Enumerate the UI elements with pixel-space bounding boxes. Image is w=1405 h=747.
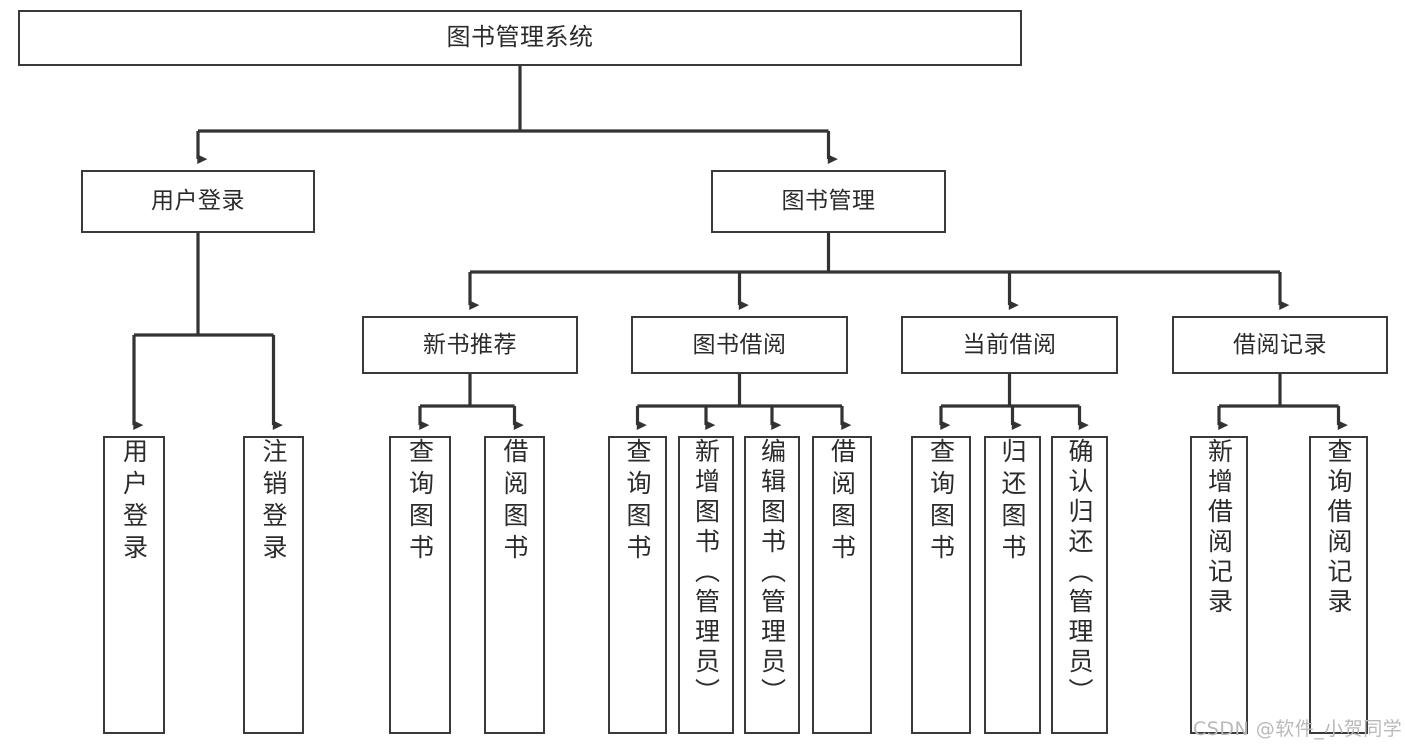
node-leaf-user-logout[interactable]: 注销登录 — [243, 436, 304, 734]
node-leaf-borrow-book-2[interactable]: 借阅图书 — [812, 436, 872, 734]
node-new-book-recommend-label: 新书推荐 — [423, 331, 517, 358]
node-leaf-borrow-book-2-label: 借阅图书 — [827, 438, 857, 566]
node-book-borrow-label: 图书借阅 — [692, 331, 787, 358]
node-leaf-borrow-book-1-label: 借阅图书 — [500, 438, 529, 566]
node-leaf-query-book-3-label: 查询图书 — [926, 438, 956, 566]
node-current-borrow-label: 当前借阅 — [962, 331, 1057, 358]
node-leaf-add-borrow-record-label: 新增借阅记录 — [1204, 438, 1234, 618]
node-leaf-edit-book-admin-label: 编辑图书（管理员） — [757, 438, 787, 708]
node-leaf-add-borrow-record[interactable]: 新增借阅记录 — [1190, 436, 1248, 734]
node-leaf-edit-book-admin[interactable]: 编辑图书（管理员） — [744, 436, 800, 734]
node-root-label: 图书管理系统 — [446, 23, 594, 52]
node-book-manage-label: 图书管理 — [781, 188, 876, 215]
node-borrow-record-label: 借阅记录 — [1233, 331, 1327, 358]
node-leaf-user-login[interactable]: 用户登录 — [103, 436, 165, 734]
node-leaf-return-book[interactable]: 归还图书 — [984, 436, 1041, 734]
node-leaf-query-book-1[interactable]: 查询图书 — [389, 436, 451, 734]
node-user-login-label: 用户登录 — [151, 188, 245, 215]
node-book-borrow[interactable]: 图书借阅 — [631, 316, 848, 374]
node-leaf-user-login-label: 用户登录 — [119, 438, 149, 566]
node-leaf-return-book-label: 归还图书 — [998, 438, 1027, 566]
node-leaf-query-book-3[interactable]: 查询图书 — [911, 436, 971, 734]
node-leaf-confirm-return-admin[interactable]: 确认归还（管理员） — [1051, 436, 1108, 734]
node-leaf-query-borrow-record-label: 查询借阅记录 — [1324, 438, 1353, 618]
node-leaf-add-book-admin[interactable]: 新增图书（管理员） — [678, 436, 734, 734]
csdn-watermark: CSDN @软件_小贺同学 — [1193, 718, 1403, 740]
node-leaf-add-book-admin-label: 新增图书（管理员） — [691, 438, 721, 708]
node-leaf-query-book-2[interactable]: 查询图书 — [608, 436, 667, 734]
node-user-login[interactable]: 用户登录 — [81, 170, 315, 233]
node-leaf-query-borrow-record[interactable]: 查询借阅记录 — [1309, 436, 1368, 734]
node-leaf-query-book-2-label: 查询图书 — [623, 438, 652, 566]
node-book-manage[interactable]: 图书管理 — [711, 170, 946, 233]
node-current-borrow[interactable]: 当前借阅 — [901, 316, 1118, 374]
node-borrow-record[interactable]: 借阅记录 — [1172, 316, 1388, 374]
node-leaf-user-logout-label: 注销登录 — [259, 438, 288, 566]
node-new-book-recommend[interactable]: 新书推荐 — [362, 316, 578, 374]
node-leaf-query-book-1-label: 查询图书 — [405, 438, 435, 566]
node-leaf-borrow-book-1[interactable]: 借阅图书 — [484, 436, 545, 734]
node-leaf-confirm-return-admin-label: 确认归还（管理员） — [1065, 438, 1094, 708]
node-root[interactable]: 图书管理系统 — [18, 10, 1022, 66]
